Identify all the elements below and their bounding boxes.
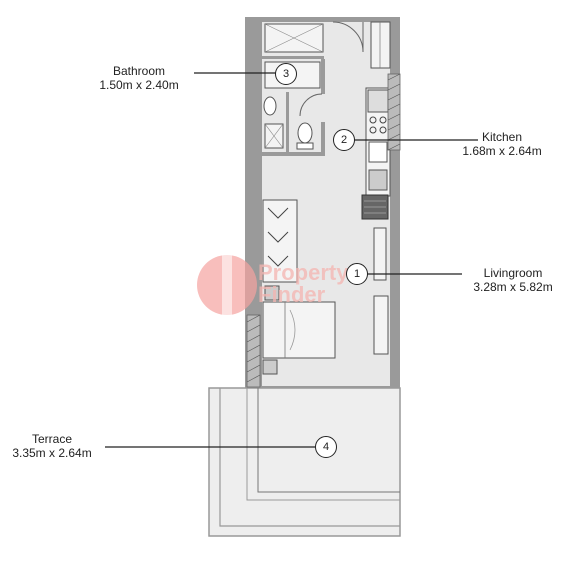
bathroom-bottom-wall [262,152,324,156]
bathroom-side-wall [321,59,325,94]
bathroom-door-icon [299,93,323,117]
bathroom-size: 1.50m x 2.40m [99,78,179,92]
kitchen-size: 1.68m x 2.64m [462,144,542,158]
terrace-railing [219,388,400,527]
room-marker-3: 3 [275,63,297,85]
fridge-icon [367,89,389,113]
appliance-icon [368,169,388,191]
terrace-name: Terrace [31,432,72,446]
bathroom-label: Bathroom 1.50m x 2.40m [80,64,198,92]
livingroom-size: 3.28m x 5.82m [473,280,553,294]
closet-icon [370,21,391,69]
bathroom-divider [286,92,289,152]
bathroom-lower-wall [321,122,325,156]
bed-icon [262,301,336,359]
bathroom-wall [262,56,324,59]
sink-icon [263,96,277,116]
livingroom-label: Livingroom 3.28m x 5.82m [458,266,568,294]
kitchen-name: Kitchen [481,130,523,144]
kitchen-sink-icon [368,141,388,163]
terrace-area [208,387,401,537]
terrace-inner-line [246,388,400,501]
sofa-icon [262,199,298,283]
room-marker-1: 1 [346,263,368,285]
shelf-icon [373,227,387,281]
terrace-inner-line-2 [257,388,400,493]
exterior-wall-hatch [387,73,401,151]
watermark-text: Property Finder [258,262,348,306]
desk-icon [373,295,389,355]
room-marker-4: 4 [315,436,337,458]
livingroom-name: Livingroom [483,266,543,280]
watermark-line-1: Property [258,260,349,285]
kitchen-label: Kitchen 1.68m x 2.64m [447,130,557,158]
stove-burner-icon [369,116,377,124]
terrace-label: Terrace 3.35m x 2.64m [0,432,104,460]
toilet-icon [297,122,313,144]
room-marker-2: 2 [333,129,355,151]
exterior-wall-hatch [246,314,261,388]
bathroom-name: Bathroom [112,64,166,78]
terrace-size: 3.35m x 2.64m [12,446,92,460]
watermark-line-2: Finder [258,282,326,307]
nightstand-icon [262,359,278,375]
